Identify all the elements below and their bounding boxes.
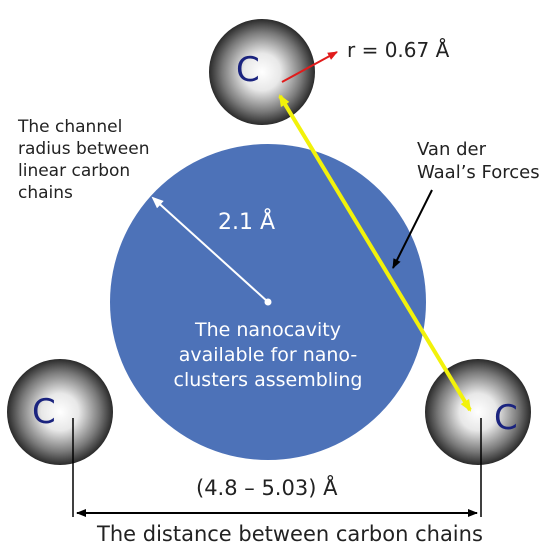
- channel-label-line-1: The channel: [18, 117, 123, 137]
- nanocavity-text-line-3: clusters assembling: [173, 369, 363, 391]
- distance-caption: The distance between carbon chains: [97, 522, 483, 546]
- atom-radius-label: r = 0.67 Å: [347, 38, 450, 62]
- carbon-label-left: C: [32, 392, 56, 432]
- channel-label-line-4: chains: [18, 183, 73, 203]
- vdw-double-arrow: [278, 94, 472, 412]
- vdw-pointer-arrow: [392, 189, 433, 269]
- distance-range-label: (4.8 – 5.03) Å: [196, 476, 338, 500]
- nanocavity-text-line-2: available for nano-: [178, 344, 358, 366]
- channel-label-line-2: radius between: [18, 139, 150, 159]
- nanocavity-description: The nanocavity available for nano- clust…: [168, 318, 368, 393]
- atom-radius-arrow: [281, 51, 338, 83]
- nanocavity-text-line-1: The nanocavity: [194, 319, 342, 341]
- channel-label-line-3: linear carbon: [18, 161, 131, 181]
- channel-radius-label: The channel radius between linear carbon…: [18, 116, 149, 204]
- vdw-forces-label: Van der Waal’s Forces: [417, 138, 540, 184]
- cavity-center-dot: [264, 298, 272, 306]
- carbon-label-top: C: [236, 50, 260, 90]
- carbon-label-right: C: [494, 398, 518, 438]
- cavity-radius-label: 2.1 Å: [218, 210, 276, 235]
- carbon-atom-left: [7, 359, 113, 465]
- vdw-label-line-2: Waal’s Forces: [417, 162, 540, 183]
- cavity-radius-arrow: [151, 196, 269, 303]
- vdw-label-line-1: Van der: [417, 139, 486, 160]
